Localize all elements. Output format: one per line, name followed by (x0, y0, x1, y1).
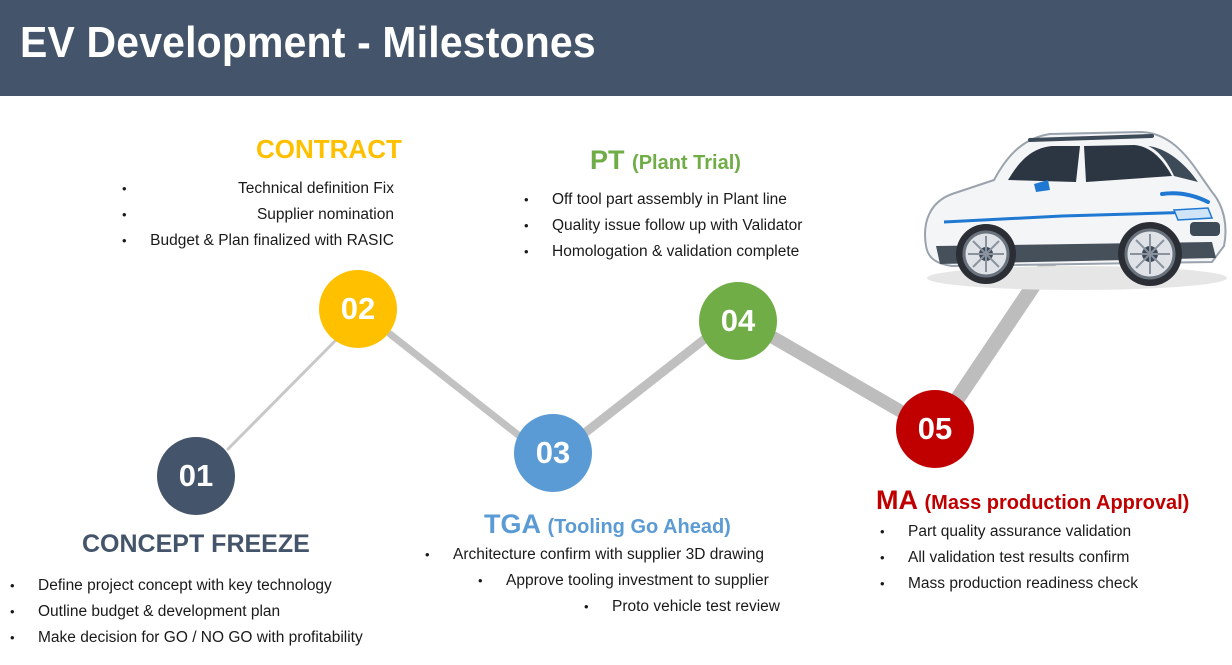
bullet-item: Technical definition Fix (122, 176, 394, 202)
bullet-item: Make decision for GO / NO GO with profit… (10, 625, 363, 651)
milestone-node-02: 02 (319, 270, 397, 348)
milestone-bullets-03: Architecture confirm with supplier 3D dr… (425, 542, 780, 620)
milestone-subtitle: (Tooling Go Ahead) (547, 516, 731, 538)
header-bar: EV Development - Milestones (0, 0, 1232, 96)
milestone-number: 05 (917, 411, 953, 446)
milestone-title: MA (876, 485, 917, 515)
milestone-title-05: MA (Mass production Approval) (876, 485, 1189, 516)
bullet-item: Homologation & validation complete (524, 239, 802, 265)
bullet-item: Approve tooling investment to supplier (478, 568, 780, 594)
connector-04-05 (767, 331, 909, 419)
milestone-title: TGA (484, 509, 540, 539)
milestone-node-05: 05 (896, 390, 974, 468)
bullet-item: Mass production readiness check (880, 571, 1138, 597)
milestone-number: 04 (720, 303, 756, 338)
bullet-item: Proto vehicle test review (584, 594, 780, 620)
milestone-node-03: 03 (514, 414, 592, 492)
bullet-item: Define project concept with key technolo… (10, 573, 363, 599)
milestone-title-04: PT (Plant Trial) (590, 145, 741, 176)
bullet-item: Supplier nomination (122, 202, 394, 228)
milestone-title: CONTRACT (256, 134, 402, 164)
milestone-title-01: CONCEPT FREEZE (82, 530, 310, 559)
milestone-bullets-05: Part quality assurance validation All va… (880, 519, 1138, 597)
connector-01-02 (226, 336, 340, 451)
milestone-number: 03 (535, 435, 571, 470)
bullet-item: Part quality assurance validation (880, 519, 1138, 545)
milestone-number: 02 (340, 291, 376, 326)
milestone-bullets-01: Define project concept with key technolo… (10, 573, 363, 651)
connector-03-04 (581, 333, 711, 437)
bullet-item: Budget & Plan finalized with RASIC (122, 228, 394, 254)
milestone-node-04: 04 (699, 282, 777, 360)
milestone-title-02: CONTRACT (256, 134, 402, 165)
bullet-item: Outline budget & development plan (10, 599, 363, 625)
milestone-node-01: 01 (157, 437, 235, 515)
milestone-title: PT (590, 145, 625, 175)
milestone-bullets-04: Off tool part assembly in Plant line Qua… (524, 187, 802, 265)
bullet-item: Architecture confirm with supplier 3D dr… (425, 542, 780, 568)
bullet-item: Off tool part assembly in Plant line (524, 187, 802, 213)
bullet-item: Quality issue follow up with Validator (524, 213, 802, 239)
page-title: EV Development - Milestones (20, 18, 596, 67)
milestone-title: CONCEPT FREEZE (82, 530, 310, 558)
electric-suv-icon (924, 130, 1227, 290)
milestone-title-03: TGA (Tooling Go Ahead) (484, 509, 731, 540)
bullet-item: All validation test results confirm (880, 545, 1138, 571)
milestone-number: 01 (178, 458, 214, 493)
milestone-subtitle: (Mass production Approval) (924, 492, 1190, 514)
connector-02-03 (386, 330, 526, 442)
milestone-subtitle: (Plant Trial) (632, 152, 741, 174)
milestone-bullets-02: Technical definition Fix Supplier nomina… (122, 176, 394, 254)
